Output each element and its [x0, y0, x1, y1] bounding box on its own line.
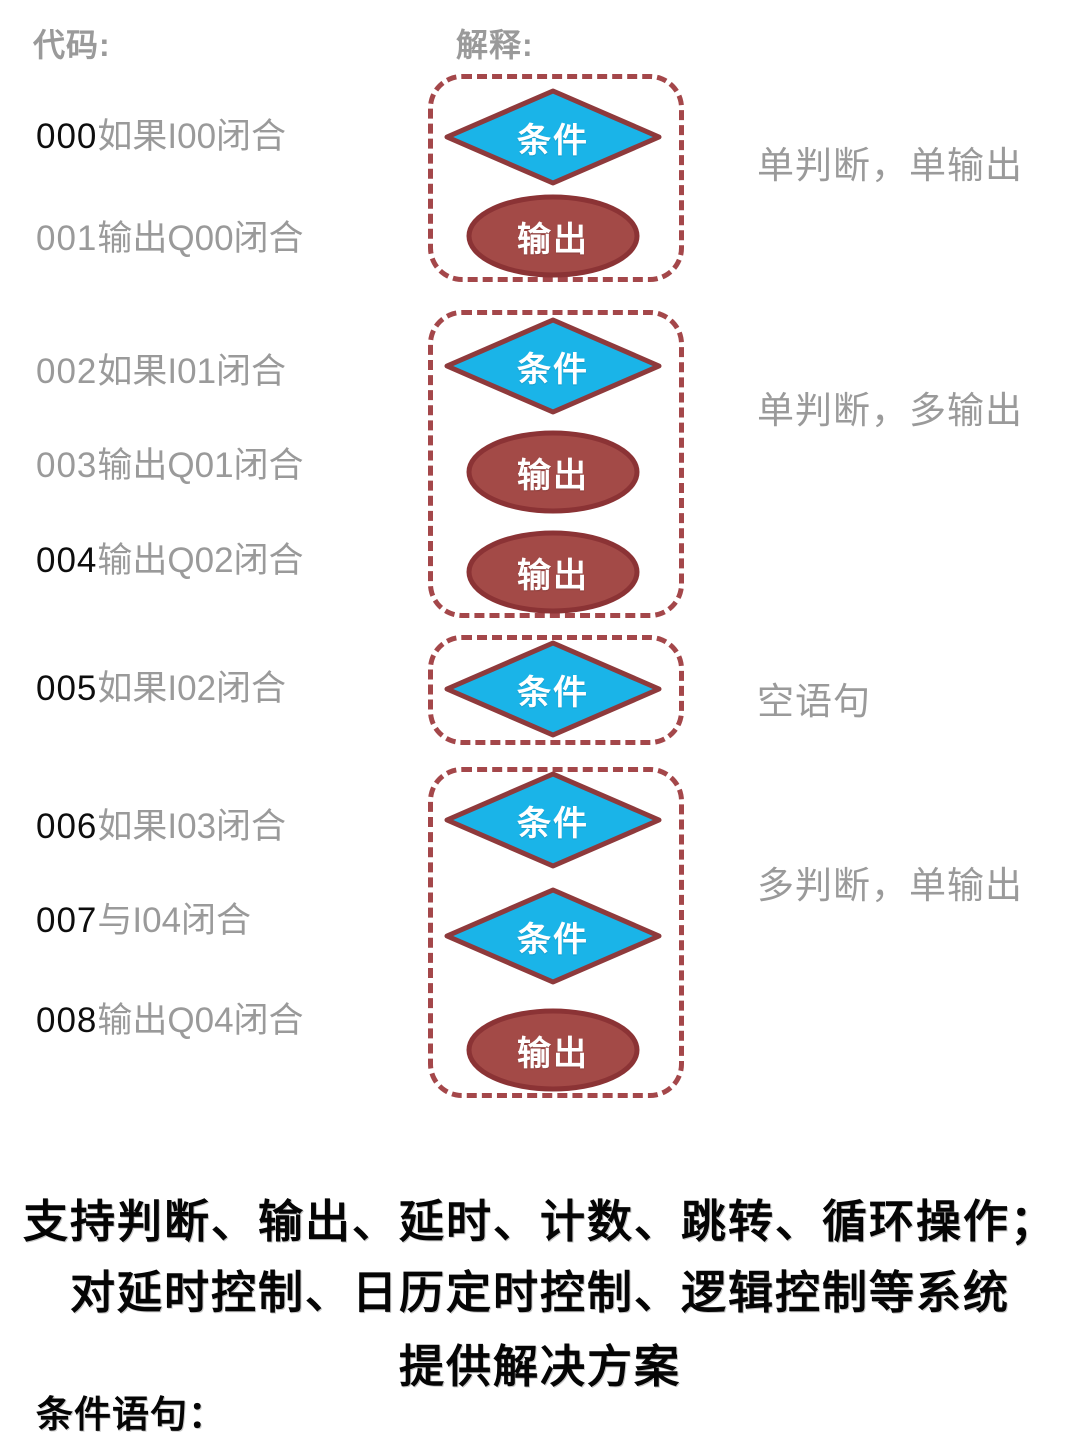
code-line-001: 001输出Q00闭合: [36, 218, 304, 260]
code-line-006: 006如果I03闭合: [36, 806, 286, 848]
shape-label: 输出: [517, 220, 589, 259]
code-line-number: 007: [36, 901, 98, 940]
flow-group-4: 条件条件输出: [428, 767, 684, 1098]
code-line-text: 如果I00闭合: [97, 117, 287, 156]
code-line-number: 001: [36, 219, 98, 258]
shape-label: 条件: [517, 920, 589, 959]
shape-label: 条件: [517, 804, 589, 843]
condition-diamond-shape: 条件: [443, 88, 663, 186]
code-line-text: 与I04闭合: [97, 901, 252, 940]
code-line-text: 输出Q01闭合: [97, 446, 304, 485]
footer-line-3: 提供解决方案: [398, 1341, 681, 1392]
shape-label: 输出: [517, 556, 589, 595]
code-line-text: 如果I03闭合: [97, 807, 287, 846]
shape-label: 条件: [517, 673, 589, 712]
code-line-number: 005: [36, 669, 98, 708]
condition-statement-label: 条件语句：: [36, 1394, 226, 1435]
code-line-text: 如果I02闭合: [97, 669, 287, 708]
group-annotation-4: 多判断，单输出: [757, 865, 1023, 906]
code-line-text: 如果I01闭合: [97, 352, 287, 391]
shape-label: 输出: [517, 1034, 589, 1073]
shape-label: 条件: [517, 350, 589, 389]
explain-column-header: 解释:: [456, 27, 534, 63]
code-line-number: 003: [36, 446, 98, 485]
code-line-number: 000: [36, 117, 98, 156]
group-annotation-2: 单判断，多输出: [757, 390, 1023, 431]
code-line-text: 输出Q04闭合: [97, 1001, 304, 1040]
condition-diamond-shape: 条件: [443, 640, 663, 738]
flow-group-2: 条件输出输出: [428, 310, 684, 618]
condition-diamond-shape: 条件: [443, 887, 663, 985]
code-line-text: 输出Q00闭合: [97, 219, 304, 258]
code-line-005: 005如果I02闭合: [36, 668, 286, 710]
code-line-008: 008输出Q04闭合: [36, 1000, 304, 1042]
code-line-003: 003输出Q01闭合: [36, 445, 304, 487]
output-ellipse-shape: 输出: [466, 194, 640, 278]
code-line-007: 007与I04闭合: [36, 900, 251, 942]
code-line-002: 002如果I01闭合: [36, 351, 286, 393]
flow-group-1: 条件输出: [428, 74, 684, 282]
output-ellipse-shape: 输出: [466, 1008, 640, 1092]
code-line-number: 004: [36, 541, 98, 580]
code-line-number: 002: [36, 352, 98, 391]
condition-diamond-shape: 条件: [443, 317, 663, 415]
group-annotation-1: 单判断，单输出: [757, 145, 1023, 186]
output-ellipse-shape: 输出: [466, 430, 640, 514]
group-annotation-3: 空语句: [757, 681, 871, 722]
code-line-number: 008: [36, 1001, 98, 1040]
footer-line-1: 支持判断、输出、延时、计数、跳转、循环操作；: [22, 1196, 1057, 1247]
code-line-004: 004输出Q02闭合: [36, 540, 304, 582]
output-ellipse-shape: 输出: [466, 530, 640, 614]
code-line-000: 000如果I00闭合: [36, 116, 286, 158]
flow-group-3: 条件: [428, 635, 684, 745]
footer-line-2: 对延时控制、日历定时控制、逻辑控制等系统: [69, 1267, 1010, 1318]
code-line-text: 输出Q02闭合: [97, 541, 304, 580]
condition-diamond-shape: 条件: [443, 771, 663, 869]
code-column-header: 代码:: [33, 27, 111, 63]
shape-label: 输出: [517, 456, 589, 495]
shape-label: 条件: [517, 121, 589, 160]
code-line-number: 006: [36, 807, 98, 846]
